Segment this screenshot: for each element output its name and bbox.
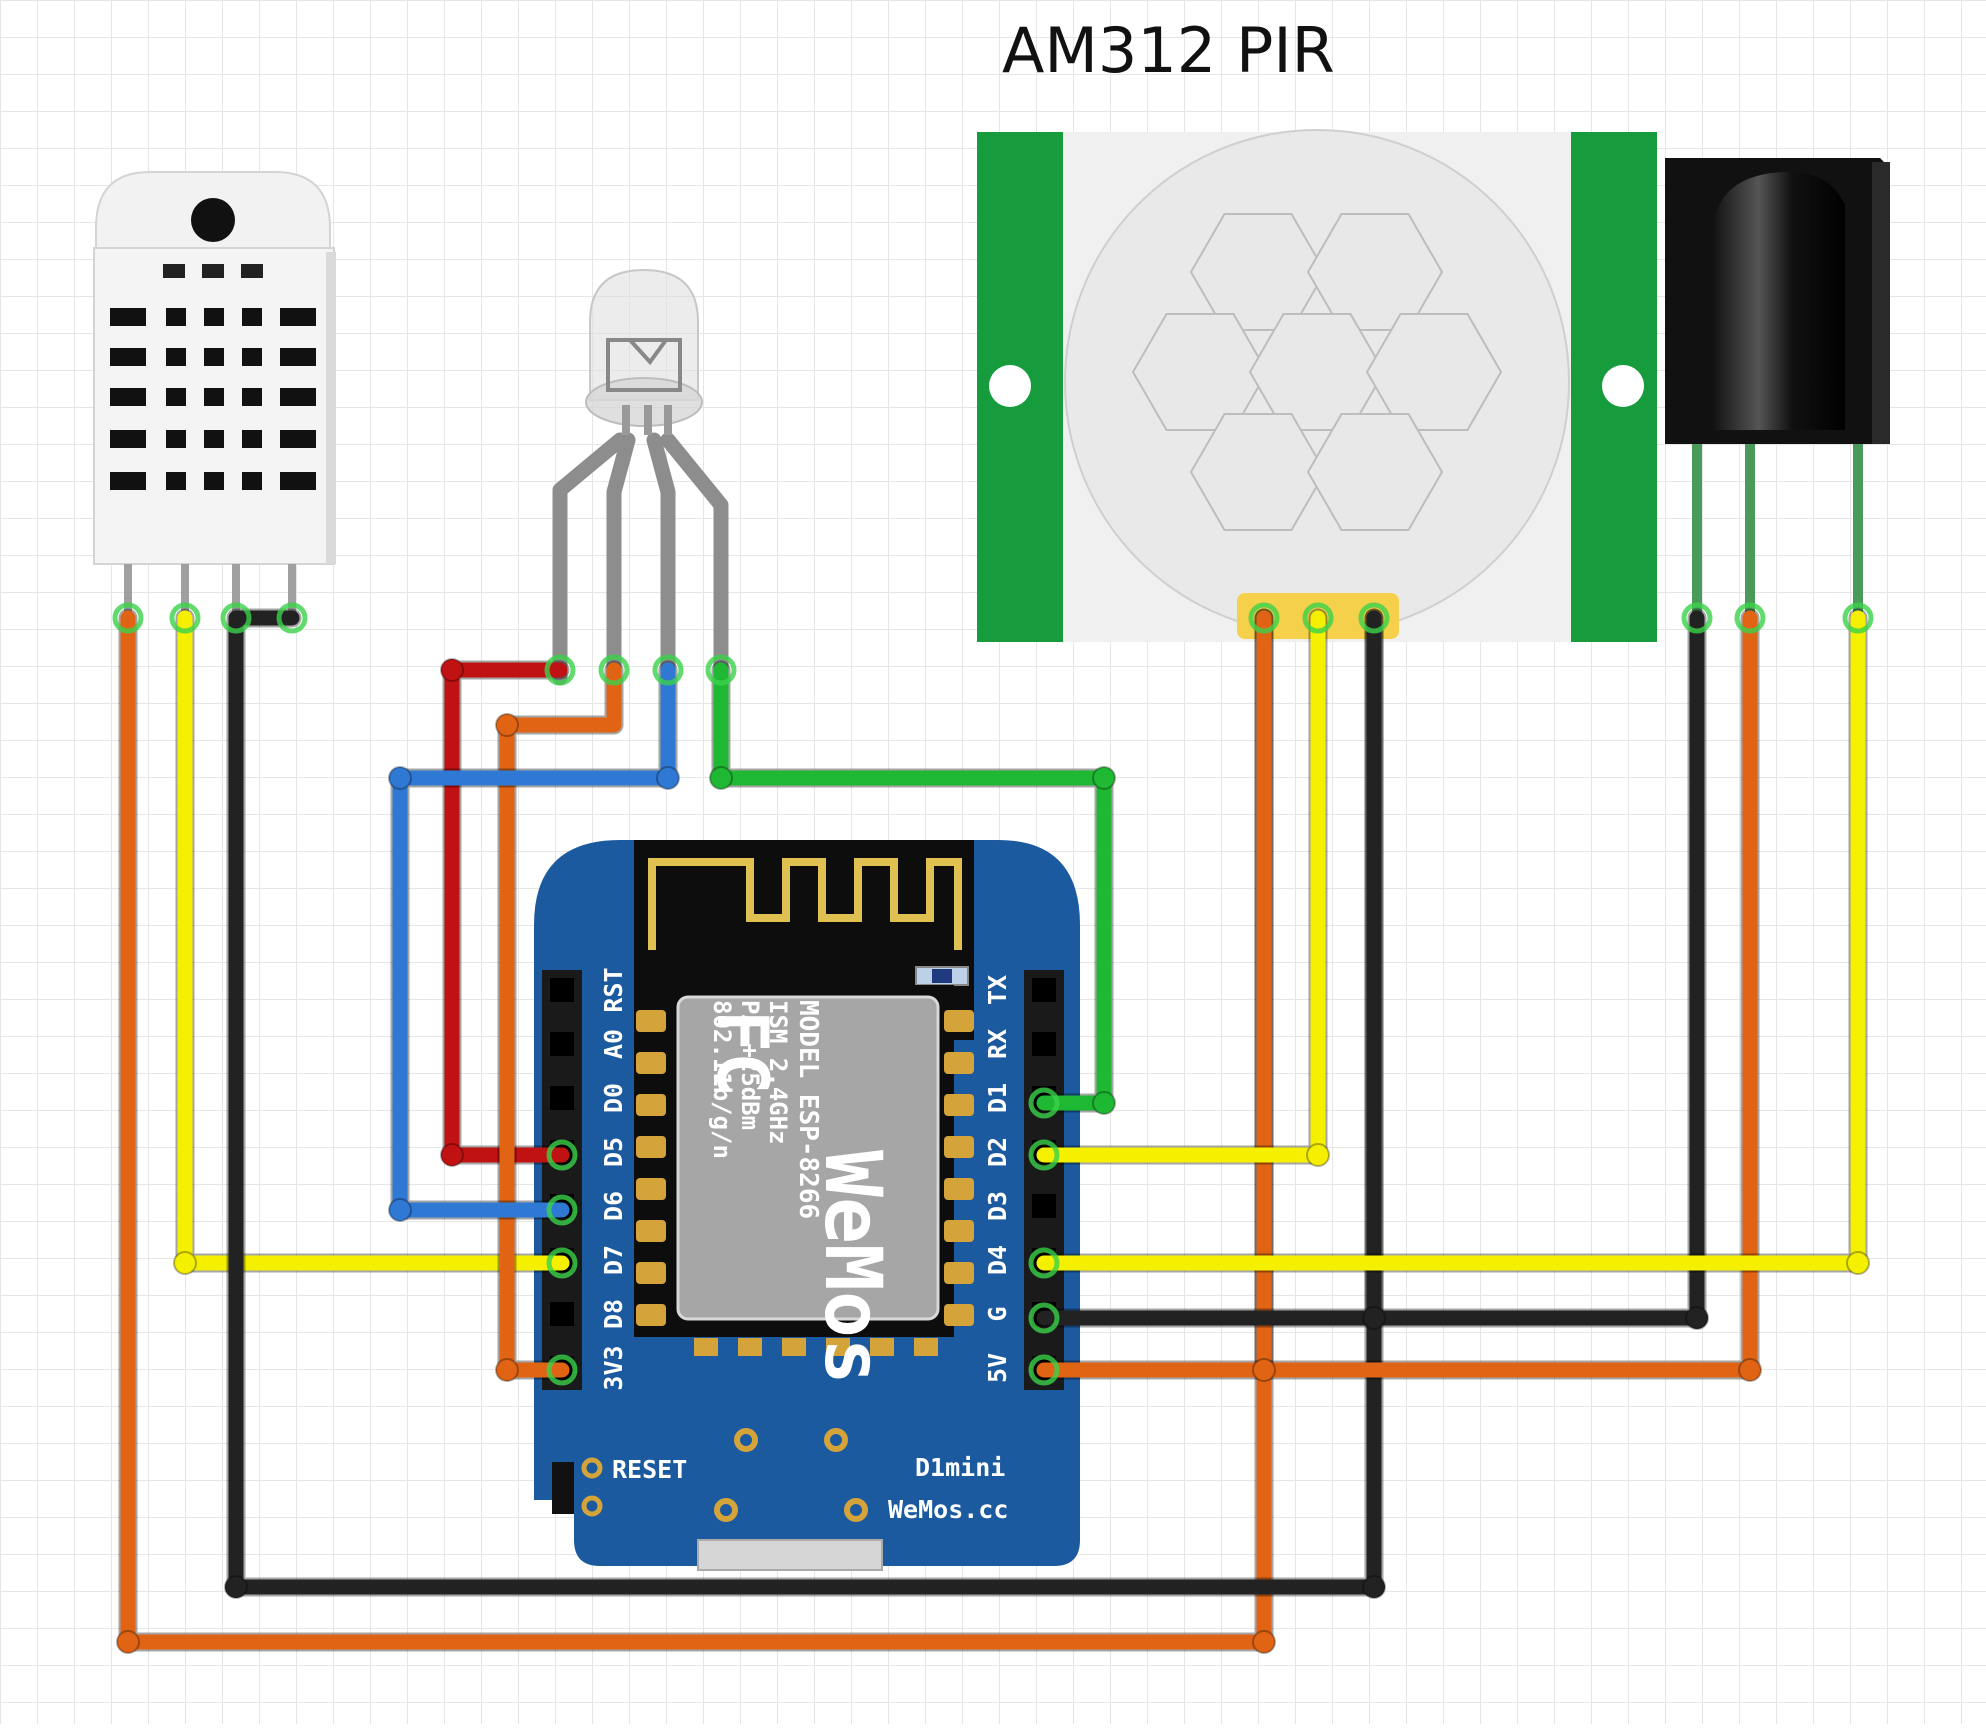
wire-joint [224,1575,248,1599]
connector-endpoint [276,602,308,634]
pin-label-tx: TX [983,975,1012,1005]
wire-joint [173,1251,197,1275]
wire-joint [495,713,519,737]
connector-endpoint [546,1354,578,1386]
wire-joint [388,766,412,790]
wire-joint [440,658,464,682]
diagram-title: AM312 PIR [1002,14,1335,87]
pin-label-3v3: 3V3 [599,1345,628,1390]
wire-joint [1738,1358,1762,1382]
chip-logo: FC [701,1010,783,1094]
pin-label-rx: RX [983,1029,1012,1059]
pin-label-d1: D1 [983,1083,1012,1113]
pin-label-d0: D0 [599,1083,628,1113]
pin-label-5v: 5V [983,1353,1012,1383]
wire-joint [1252,1358,1276,1382]
wire-joint [1685,1306,1709,1330]
right-header-pin [1032,978,1056,1002]
connector-endpoint [546,1194,578,1226]
pin-label-g: G [983,1306,1012,1321]
right-header-pin [1032,1194,1056,1218]
chip-line-2: ISM 2.4GHz [764,1000,792,1145]
connector-endpoint [1028,1247,1060,1279]
connector-endpoint [544,654,576,686]
wire-joint [1252,1630,1276,1654]
reset-button [552,1462,574,1514]
connector-endpoint [546,1247,578,1279]
site-label: WeMos.cc [888,1495,1008,1524]
connector-endpoint [1842,602,1874,634]
wire-joint [1092,766,1116,790]
connector-endpoint [1302,602,1334,634]
connector-endpoint [169,602,201,634]
right-header-pin [1032,1032,1056,1056]
wire-dht-gnd [228,610,1382,1595]
reset-label: RESET [612,1455,687,1484]
pin-label-d4: D4 [983,1245,1012,1275]
pin-label-rst: RST [599,967,628,1012]
connector-endpoint [1028,1087,1060,1119]
connector-endpoint [546,1139,578,1171]
pin-label-d7: D7 [599,1245,628,1275]
wire-joint [1362,1575,1386,1599]
wire-joint [656,766,680,790]
wire-joint [1092,1091,1116,1115]
connector-endpoint [652,654,684,686]
connector-endpoint [1248,602,1280,634]
wire-joints [112,602,1874,1654]
chip-line-1: MODEL ESP-8266 [793,1000,823,1219]
left-header-pin [550,978,574,1002]
connector-endpoint [598,654,630,686]
wire-joint [709,766,733,790]
pin-label-d5: D5 [599,1137,628,1167]
connector-endpoint [1028,1354,1060,1386]
rgb-led [552,268,729,686]
left-header-pin [550,1086,574,1110]
connector-endpoint [1681,602,1713,634]
left-header-pin [550,1302,574,1326]
wire-joint [388,1198,412,1222]
am312-pir-sensor [977,129,1657,642]
connector-endpoint [112,602,144,634]
pin-label-d6: D6 [599,1191,628,1221]
connector-endpoint [1358,602,1390,634]
wire-joint [116,1630,140,1654]
chip-brand: WeMos [807,1150,897,1385]
chip-line-3: PA +25dBm [736,1000,764,1130]
wire-joint [1362,1306,1386,1330]
pin-label-a0: A0 [599,1029,628,1059]
model-label: D1mini [915,1453,1005,1482]
wemos-d1-mini: FC WeMos MODEL ESP-8266 ISM 2.4GHz PA +2… [534,840,1080,1571]
usb-port [697,1539,883,1571]
connector-endpoint [705,654,737,686]
chip-line-4: 802.11b/g/n [708,1000,736,1159]
wire-joint [440,1143,464,1167]
wire-joint [1306,1143,1330,1167]
connector-endpoint [1028,1302,1060,1334]
connector-endpoint [1734,602,1766,634]
left-header-pin [550,1032,574,1056]
ir-receiver [1665,158,1890,620]
wire-joint [1846,1251,1870,1275]
connector-endpoint [1028,1139,1060,1171]
pin-label-d3: D3 [983,1191,1012,1221]
dht22-sensor [93,171,336,620]
pin-label-d8: D8 [599,1299,628,1329]
pin-label-d2: D2 [983,1137,1012,1167]
connector-endpoint [220,602,252,634]
antenna-trace [648,858,962,950]
wire-joint [495,1358,519,1382]
